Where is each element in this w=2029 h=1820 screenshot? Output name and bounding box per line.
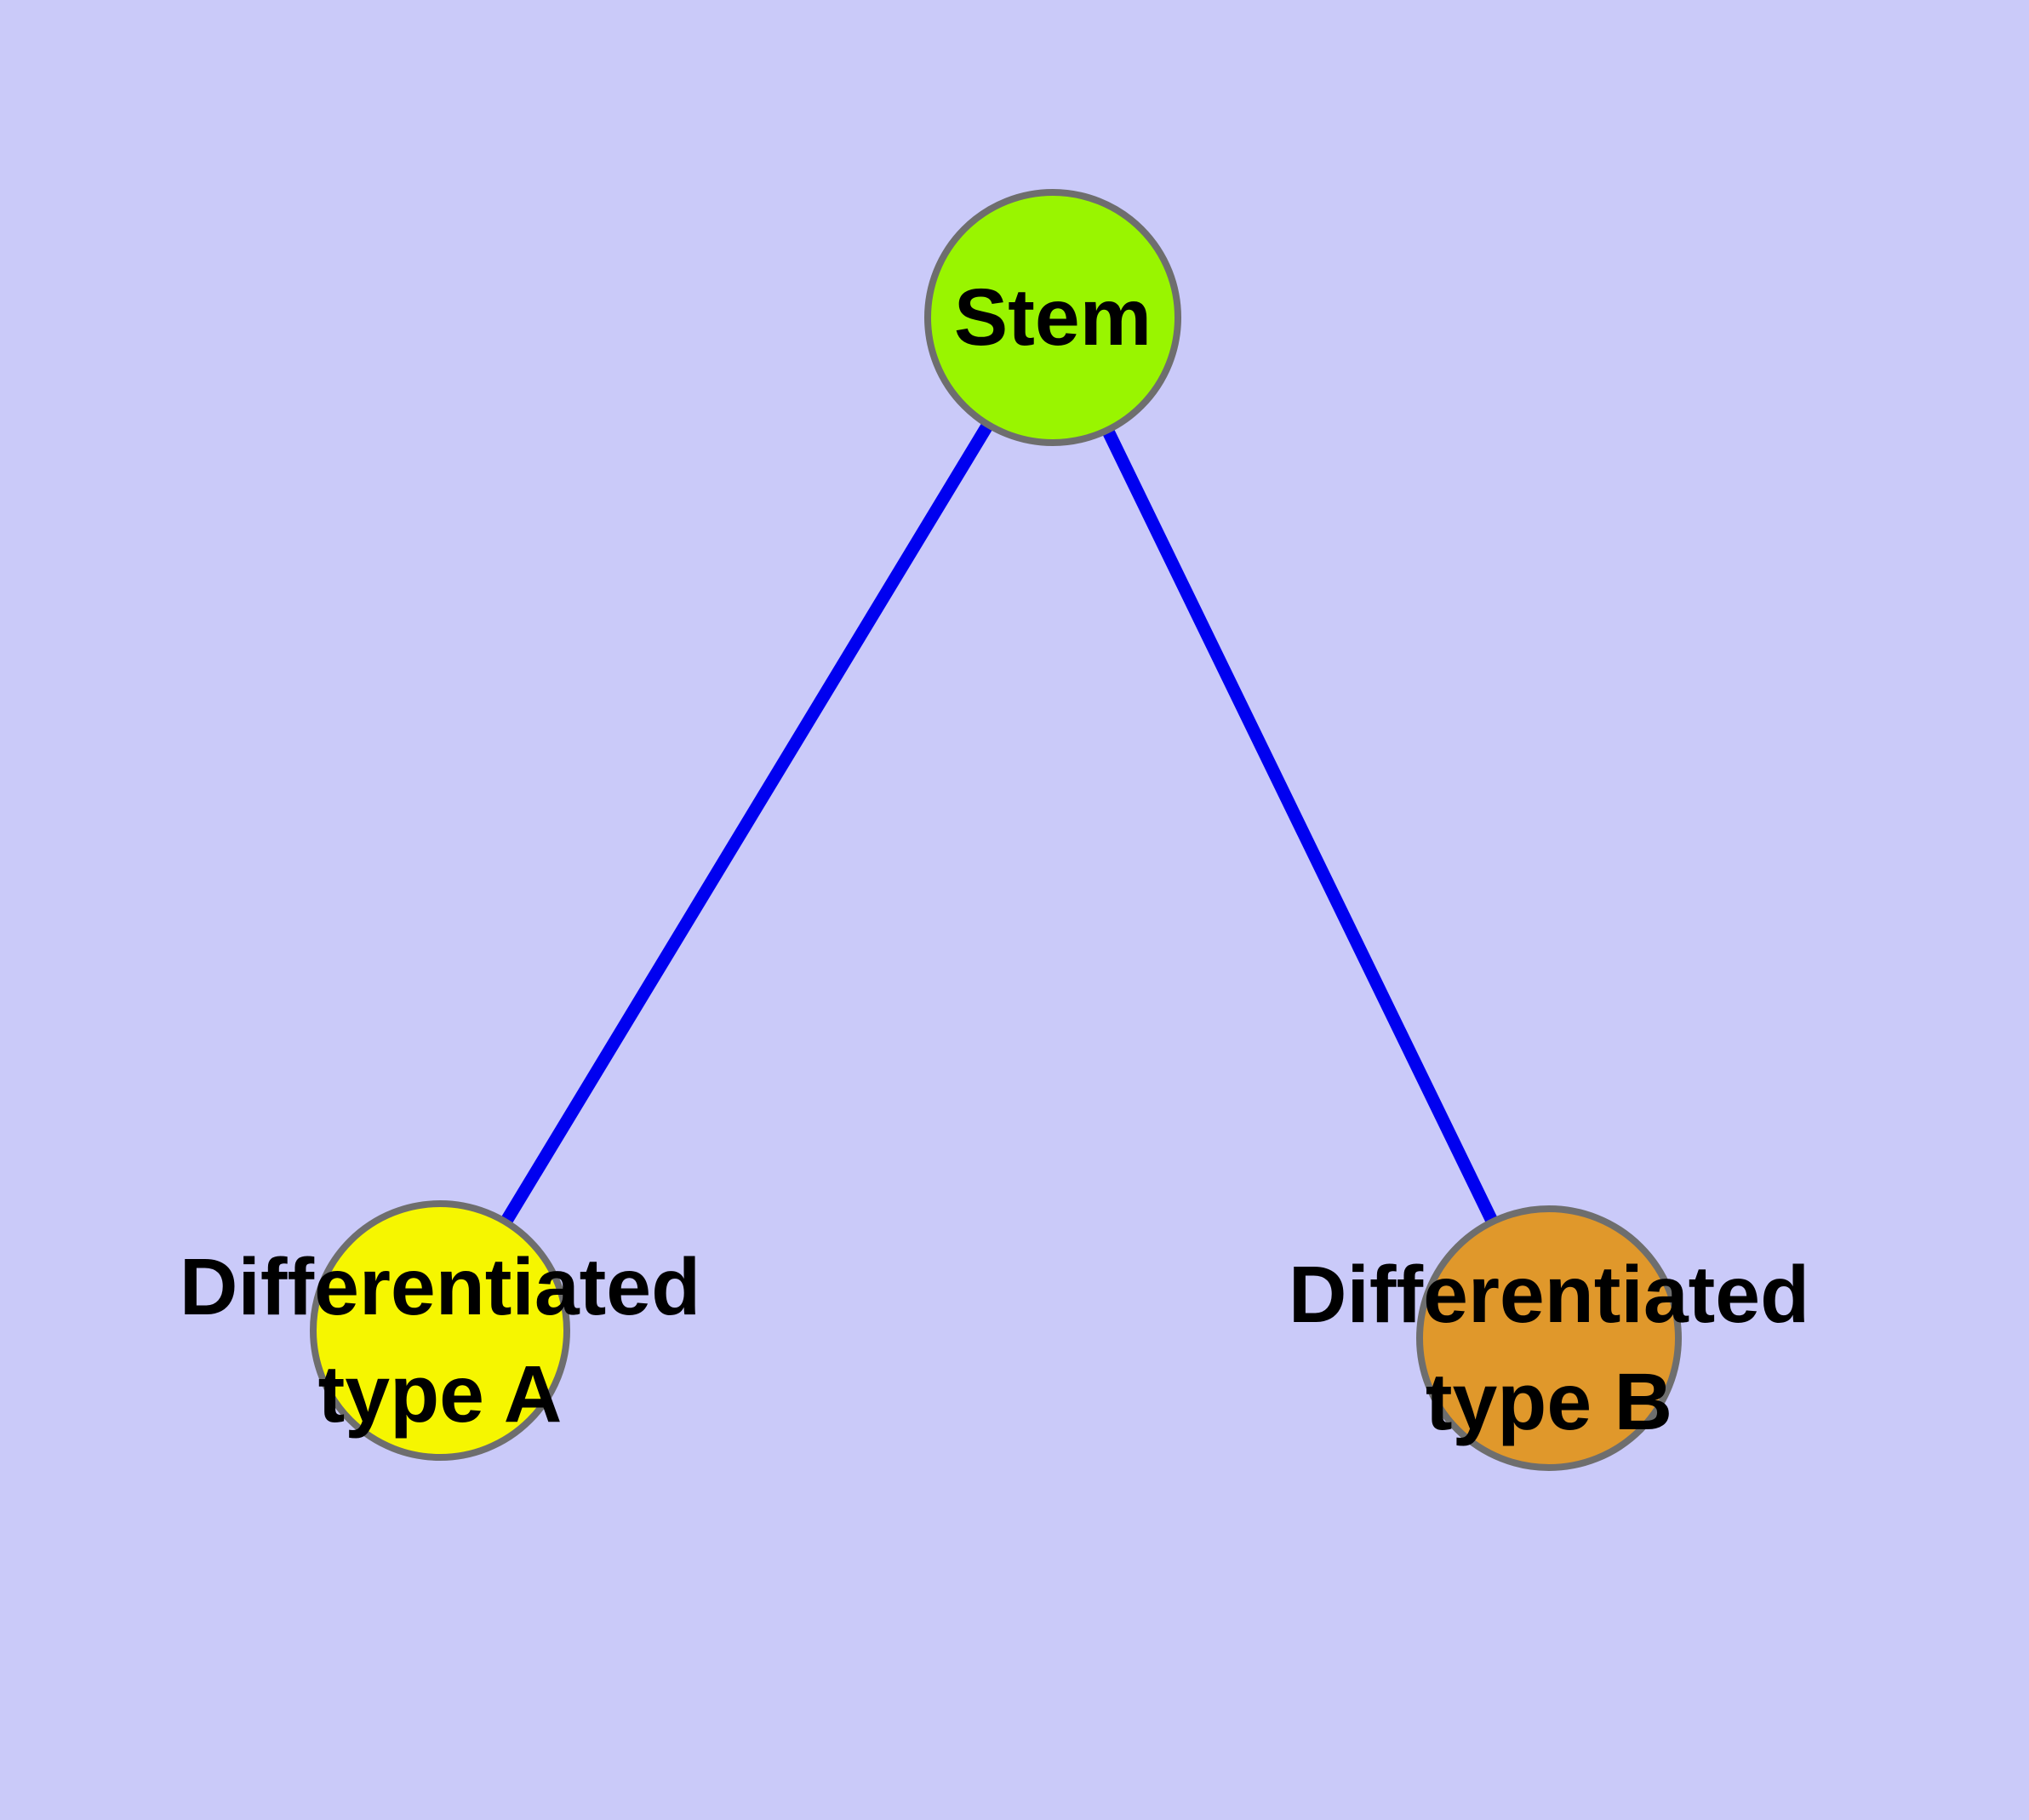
node-differentiated-type-b-circle [1416,1205,1682,1471]
edge-stem-to-type-b [1046,311,1556,1345]
edge-stem-to-type-a [433,311,1060,1337]
node-differentiated-type-a-circle [310,1200,570,1461]
node-stem-circle [924,189,1181,446]
